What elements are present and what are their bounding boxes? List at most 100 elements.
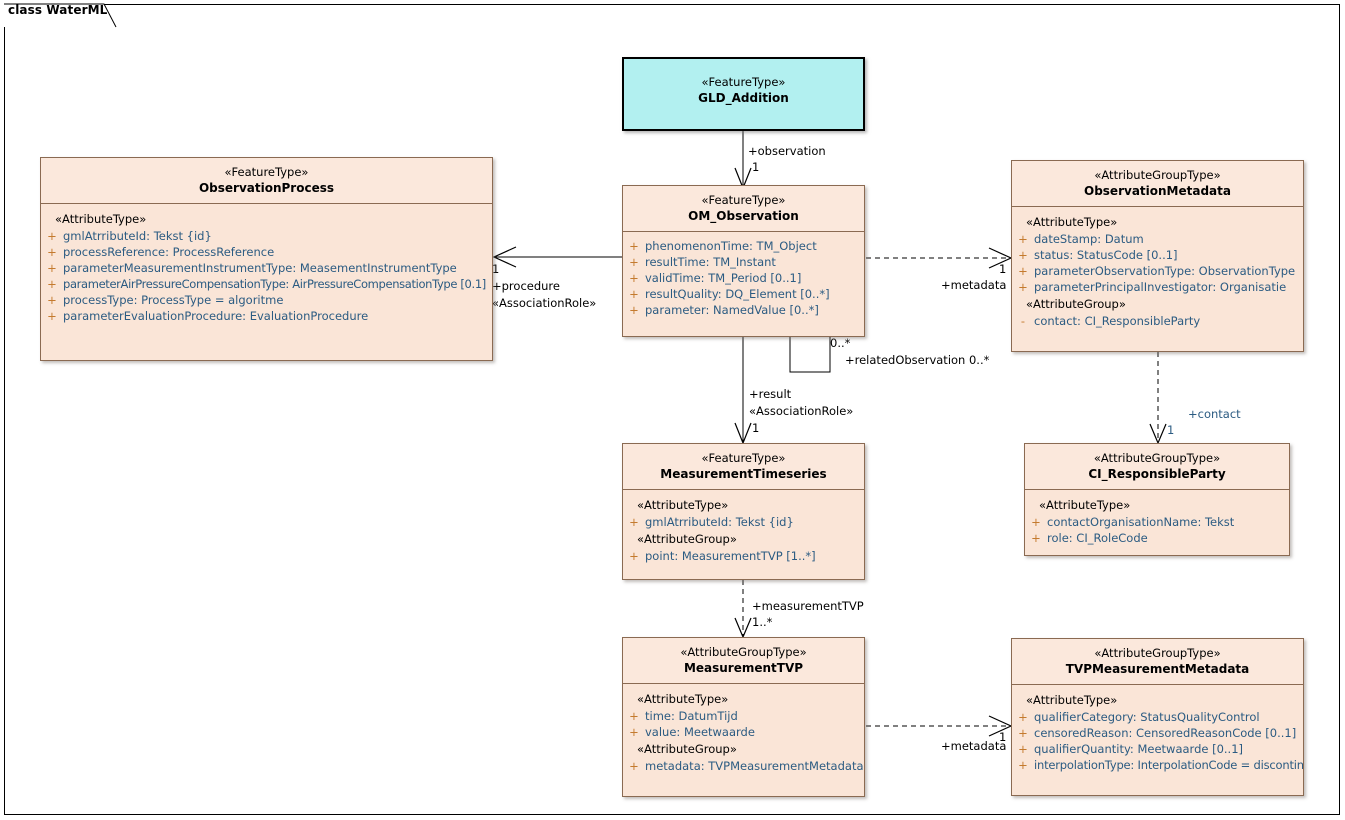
attribute-row: +dateStamp: Datum [1012, 231, 1303, 247]
connector-label-contact-role: +contact [1188, 407, 1241, 421]
visibility-marker: + [629, 709, 639, 723]
attribute-text: point: MeasurementTVP [1..*] [645, 549, 816, 563]
visibility-marker: + [1018, 710, 1028, 724]
visibility-marker: + [629, 515, 639, 529]
class-name: ObservationProcess [198, 181, 335, 195]
attribute-row: +censoredReason: CensoredReasonCode [0..… [1012, 725, 1303, 741]
attribute-text: processType: ProcessType = algoritme [63, 293, 284, 307]
visibility-marker: + [629, 725, 639, 739]
attribute-row: +parameter: NamedValue [0..*] [623, 302, 864, 318]
class-stereotype: «FeatureType» [701, 451, 786, 465]
visibility-marker: + [629, 255, 639, 269]
class-stereotype: «FeatureType» [701, 75, 786, 89]
class-measurement-timeseries[interactable]: «FeatureType» MeasurementTimeseries «Att… [622, 443, 865, 580]
attribute-group-label: «AttributeGroup» [1026, 297, 1126, 311]
class-observation-process[interactable]: «FeatureType» ObservationProcess «Attrib… [40, 157, 493, 361]
attribute-group-label: «AttributeType» [1026, 215, 1118, 229]
class-name: TVPMeasurementMetadata [1065, 662, 1250, 676]
attribute-group-label: «AttributeType» [1039, 498, 1131, 512]
attribute-group-label: «AttributeGroup» [637, 532, 737, 546]
attribute-row: +interpolationType: InterpolationCode = … [1012, 757, 1303, 773]
page-title: class WaterML [8, 3, 108, 17]
class-header: «AttributeGroupType» CI_ResponsibleParty [1025, 444, 1289, 490]
connector-label-related-observation-role: +relatedObservation 0..* [845, 353, 990, 367]
visibility-marker: + [629, 287, 639, 301]
attribute-row: +parameterEvaluationProcedure: Evaluatio… [41, 308, 492, 324]
visibility-marker: + [629, 759, 639, 773]
class-tvp-measurement-metadata[interactable]: «AttributeGroupType» TVPMeasurementMetad… [1011, 638, 1304, 796]
attribute-text: resultQuality: DQ_Element [0..*] [645, 287, 830, 301]
connector-label-procedure-stereotype: «AssociationRole» [492, 296, 597, 310]
class-name: ObservationMetadata [1084, 184, 1231, 198]
class-name: GLD_Addition [698, 91, 789, 105]
class-ci-responsible-party[interactable]: «AttributeGroupType» CI_ResponsibleParty… [1024, 443, 1290, 556]
visibility-marker: + [1018, 742, 1028, 756]
attribute-text: parameterAirPressureCompensationType: Ai… [63, 277, 486, 291]
attribute-row: +validTime: TM_Period [0..1] [623, 270, 864, 286]
attribute-row: +phenomenonTime: TM_Object [623, 238, 864, 254]
attribute-row: +parameterPrincipalInvestigator: Organis… [1012, 279, 1303, 295]
class-header: «FeatureType» ObservationProcess [41, 158, 492, 204]
attribute-text: parameterPrincipalInvestigator: Organisa… [1034, 280, 1287, 294]
attribute-text: processReference: ProcessReference [63, 245, 275, 259]
visibility-marker: - [1020, 314, 1026, 328]
class-observation-metadata[interactable]: «AttributeGroupType» ObservationMetadata… [1011, 160, 1304, 352]
visibility-marker: + [47, 277, 57, 291]
attribute-row: -contact: CI_ResponsibleParty [1012, 313, 1303, 329]
class-header: «FeatureType» GLD_Addition [624, 59, 863, 113]
class-header: «AttributeGroupType» MeasurementTVP [623, 638, 864, 684]
visibility-marker: + [47, 245, 57, 259]
class-stereotype: «AttributeGroupType» [1093, 451, 1221, 465]
attribute-text: qualifierQuantity: Meetwaarde [0..1] [1034, 742, 1244, 756]
attribute-group-label: «AttributeType» [1026, 693, 1118, 707]
visibility-marker: + [1031, 515, 1041, 529]
class-body: «AttributeType» +dateStamp: Datum +statu… [1012, 207, 1303, 336]
attribute-row: +role: CI_RoleCode [1025, 530, 1289, 546]
attribute-row: + parameterAirPressureCompensationType: A… [41, 276, 492, 292]
class-stereotype: «AttributeGroupType» [680, 645, 807, 659]
connector-label-observation-role: +observation [748, 144, 826, 158]
connector-label-procedure-role: +procedure [492, 279, 560, 293]
connector-label-measurementtvp-mult: 1..* [752, 615, 773, 629]
connector-label-measurementtvp-role: +measurementTVP [752, 599, 864, 613]
visibility-marker: + [1018, 758, 1028, 772]
visibility-marker: + [47, 293, 57, 307]
attribute-text: parameter: NamedValue [0..*] [645, 303, 819, 317]
visibility-marker: + [47, 309, 57, 323]
attribute-text: parameterMeasurementInstrumentType: Meas… [63, 261, 457, 275]
connector-label-contact-mult: 1 [1167, 423, 1175, 437]
class-gld-addition[interactable]: «FeatureType» GLD_Addition [622, 57, 865, 131]
class-name: CI_ResponsibleParty [1088, 467, 1226, 481]
attribute-text: validTime: TM_Period [0..1] [645, 271, 802, 285]
attribute-text: parameterObservationType: ObservationTyp… [1034, 264, 1296, 278]
attribute-text: qualifierCategory: StatusQualityControl [1034, 710, 1260, 724]
visibility-marker: + [1018, 726, 1028, 740]
attribute-row: + time: DatumTijd [623, 708, 864, 724]
visibility-marker: + [47, 229, 57, 243]
connector-label-observation-mult: 1 [752, 160, 760, 174]
attribute-text: gmlAtrributeId: Tekst {id} [63, 229, 212, 243]
attribute-row: + gmlAtrributeId: Tekst {id} [41, 228, 492, 244]
attribute-row: + processReference: ProcessReference [41, 244, 492, 260]
attribute-row: + processType: ProcessType = algoritme [41, 292, 492, 308]
class-measurement-tvp[interactable]: «AttributeGroupType» MeasurementTVP «Att… [622, 637, 865, 797]
attribute-row: +parameterMeasurementInstrumentType: Mea… [41, 260, 492, 276]
attribute-row: +parameterObservationType: ObservationTy… [1012, 263, 1303, 279]
connector-label-metadata-top-mult: 1 [999, 262, 1007, 276]
class-stereotype: «FeatureType» [701, 193, 786, 207]
connector-label-result-role: +result [749, 387, 792, 401]
class-om-observation[interactable]: «FeatureType» OM_Observation +phenomenon… [622, 185, 865, 337]
class-body: «AttributeType» +time: DatumTijd +value:… [623, 684, 864, 781]
attribute-text: phenomenonTime: TM_Object [645, 239, 817, 253]
attribute-group-label: «AttributeType» [637, 498, 729, 512]
attribute-group-label: «AttributeType» [55, 212, 147, 226]
class-header: «AttributeGroupType» ObservationMetadata [1012, 161, 1303, 207]
attribute-text: value: Meetwaarde [645, 725, 755, 739]
attribute-row: + qualifierQuantity: Meetwaarde [0..1] [1012, 741, 1303, 757]
class-name: OM_Observation [688, 209, 799, 223]
class-body: «AttributeType» +contactOrganisationName… [1025, 490, 1289, 553]
attribute-row: + value: Meetwaarde [623, 724, 864, 740]
attribute-row: +resultTime: TM_Instant [623, 254, 864, 270]
attribute-text: time: DatumTijd [645, 709, 738, 723]
visibility-marker: + [1018, 248, 1028, 262]
